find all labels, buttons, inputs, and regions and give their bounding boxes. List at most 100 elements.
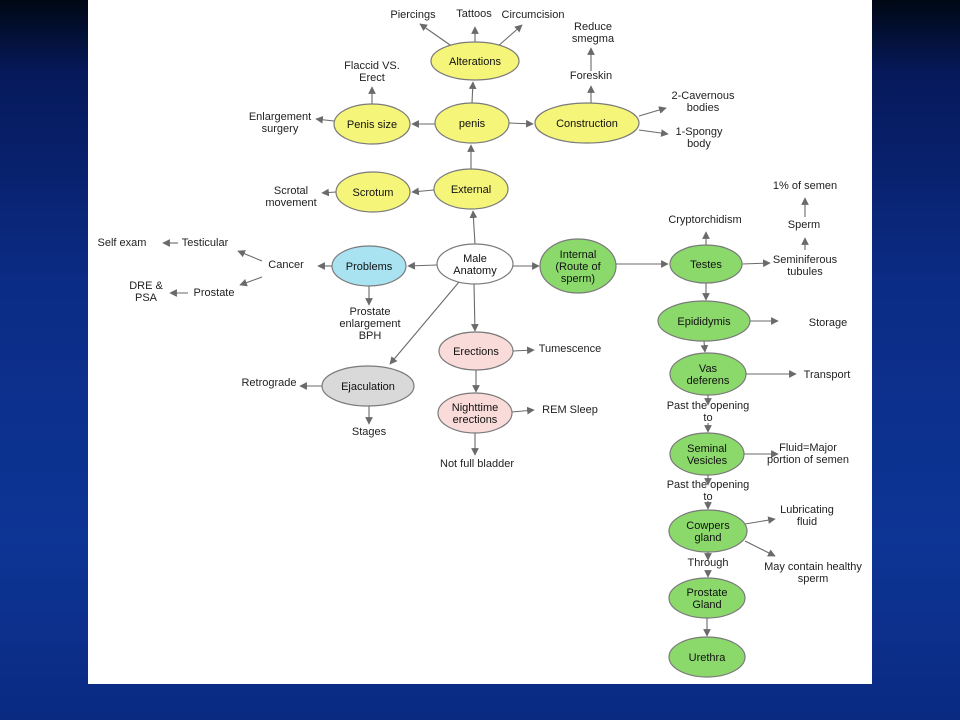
label-cryptorchidism: Cryptorchidism <box>668 214 741 226</box>
text-line: Penis size <box>347 119 397 131</box>
label-cancer: Cancer <box>268 259 304 271</box>
node-construction: Construction <box>534 102 640 144</box>
node-shape <box>669 244 743 284</box>
text-line: DRE & <box>129 280 163 292</box>
label-storage: Storage <box>809 317 848 329</box>
text-line: Seminal <box>687 443 727 455</box>
connector-arrow <box>741 259 771 268</box>
text-line: penis <box>459 118 486 130</box>
text-line: Ejaculation <box>341 381 395 393</box>
node-shape <box>437 392 513 434</box>
connector-arrow <box>638 129 669 137</box>
text-line: Circumcision <box>502 9 565 21</box>
connector-arrow <box>496 24 523 48</box>
text-line: body <box>687 138 711 150</box>
text-line: Piercings <box>390 9 436 21</box>
text-line: BPH <box>359 330 382 342</box>
connector-arrow <box>389 281 460 365</box>
text-line: Flaccid VS. <box>344 60 400 72</box>
text-line: tubules <box>787 266 823 278</box>
text-line: Storage <box>809 317 848 329</box>
node-testes: Testes <box>669 244 743 284</box>
text-line: Seminiferous <box>773 254 838 266</box>
node-shape <box>668 636 746 678</box>
text-line: Stages <box>352 426 387 438</box>
text-line: 1% of semen <box>773 180 837 192</box>
text-line: Male <box>463 253 487 265</box>
text-line: Through <box>688 557 729 569</box>
node-shape <box>668 509 748 553</box>
text-line: portion of semen <box>767 454 849 466</box>
text-line: Erect <box>359 72 385 84</box>
node-penis: penis <box>434 102 510 144</box>
text-line: Scrotal <box>274 185 308 197</box>
text-line: Anatomy <box>453 265 497 277</box>
node-erections: Erections <box>438 331 514 371</box>
text-line: surgery <box>262 123 299 135</box>
text-line: Vas <box>699 363 718 375</box>
connector-arrow <box>744 516 776 525</box>
text-line: Testes <box>690 259 722 271</box>
text-line: Testicular <box>182 237 229 249</box>
text-line: Prostate <box>350 306 391 318</box>
text-line: Cowpers <box>686 520 730 532</box>
connector-arrow <box>700 340 709 353</box>
text-line: Nighttime <box>452 402 498 414</box>
connector-arrow <box>239 276 263 287</box>
node-shape <box>668 577 746 619</box>
label-one-percent-semen: 1% of semen <box>773 180 837 192</box>
text-line: Enlargement <box>249 111 311 123</box>
text-line: Reduce <box>574 21 612 33</box>
text-line: to <box>703 491 712 503</box>
text-line: PSA <box>135 292 158 304</box>
label-not-full-bladder: Not full bladder <box>440 458 514 470</box>
connector-arrow <box>411 187 435 196</box>
node-shape <box>433 168 509 210</box>
text-line: External <box>451 184 491 196</box>
text-line: Cancer <box>268 259 304 271</box>
text-line: Prostate <box>194 287 235 299</box>
text-line: Lubricating <box>780 504 834 516</box>
label-prostate: Prostate <box>194 287 235 299</box>
label-sperm: Sperm <box>788 219 820 231</box>
label-tattoos: Tattoos <box>456 8 492 20</box>
node-shape <box>669 352 747 396</box>
text-line: 1-Spongy <box>675 126 723 138</box>
label-rem-sleep: REM Sleep <box>542 404 598 416</box>
label-transport: Transport <box>804 369 851 381</box>
node-shape <box>657 300 751 342</box>
text-line: Prostate <box>687 587 728 599</box>
text-line: Problems <box>346 261 393 273</box>
node-problems: Problems <box>331 245 407 287</box>
text-line: Erections <box>453 346 499 358</box>
connector-arrow <box>744 540 776 557</box>
text-line: 2-Cavernous <box>672 90 735 102</box>
label-stages: Stages <box>352 426 387 438</box>
text-line: Construction <box>556 118 618 130</box>
node-shape <box>333 103 411 145</box>
text-line: Transport <box>804 369 851 381</box>
label-foreskin: Foreskin <box>570 70 612 82</box>
connector-arrow <box>511 406 535 415</box>
text-line: Scrotum <box>353 187 394 199</box>
label-self-exam: Self exam <box>98 237 147 249</box>
label-testicular: Testicular <box>182 237 229 249</box>
node-epididymis: Epididymis <box>657 300 751 342</box>
label-retrograde: Retrograde <box>241 377 296 389</box>
node-shape <box>534 102 640 144</box>
text-line: Epididymis <box>677 316 731 328</box>
text-line: Fluid=Major <box>779 442 837 454</box>
text-line: enlargement <box>339 318 400 330</box>
